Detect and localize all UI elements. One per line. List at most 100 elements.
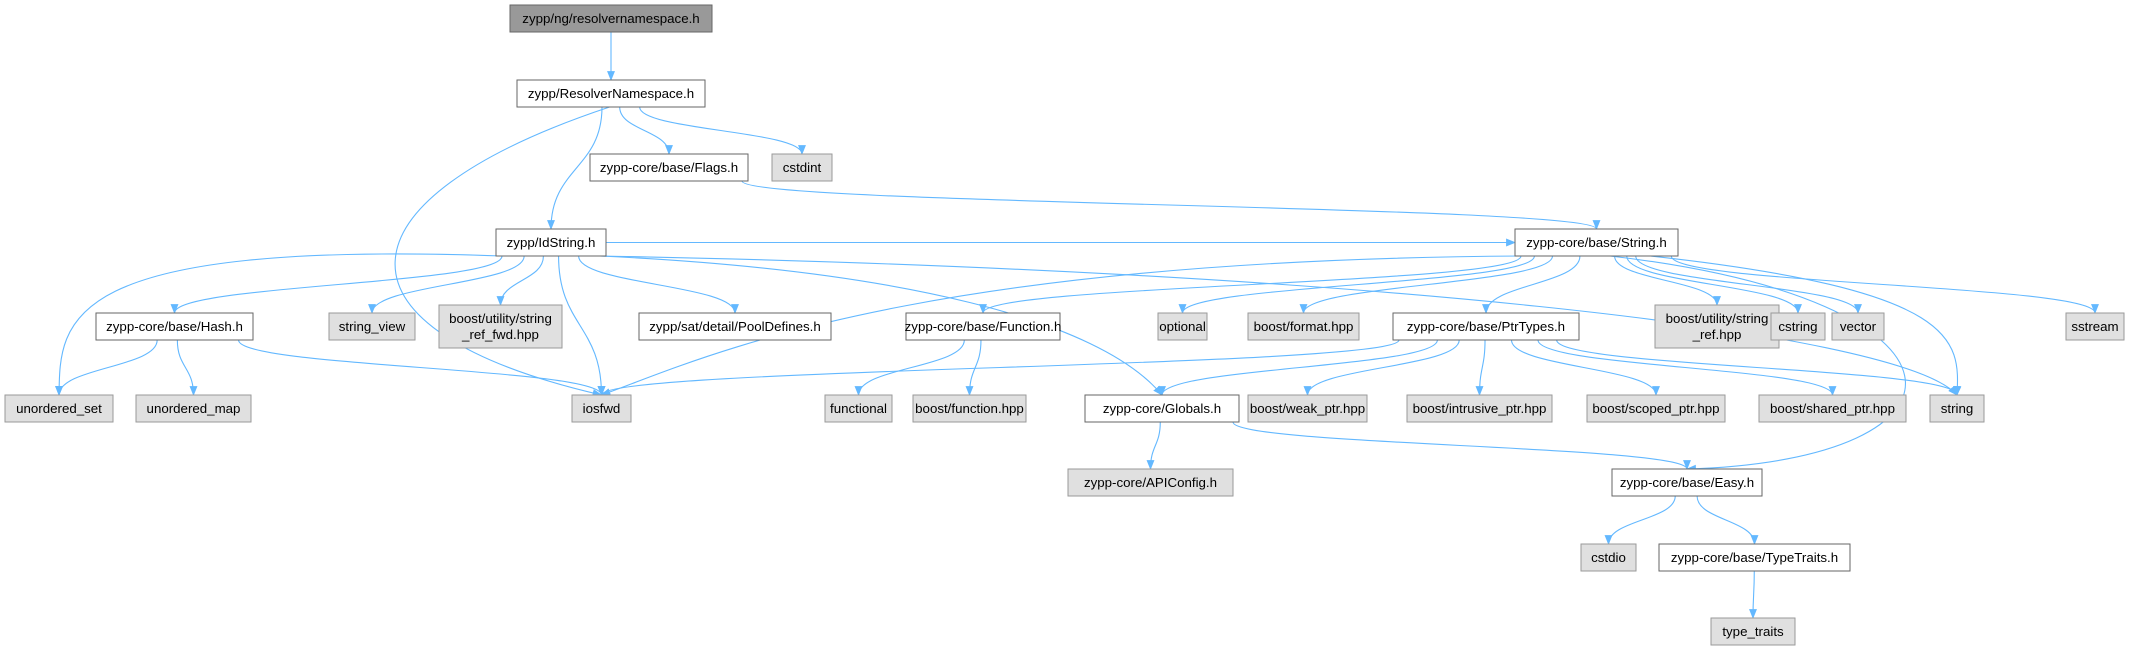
edge-globals-to-apiconfig bbox=[1146, 421, 1161, 470]
node-label: boost/utility/string bbox=[1666, 311, 1769, 326]
node-label: boost/scoped_ptr.hpp bbox=[1592, 401, 1719, 416]
edge-stringh-to-ptrtypes bbox=[1482, 255, 1581, 314]
edge-idstring-to-hash bbox=[170, 255, 503, 314]
node-root[interactable]: zypp/ng/resolvernamespace.h bbox=[509, 4, 713, 33]
node-label: zypp-core/base/Function.h bbox=[905, 319, 1062, 334]
node-label: zypp/ng/resolvernamespace.h bbox=[522, 11, 699, 26]
edge-idstring-to-string_view bbox=[368, 255, 525, 314]
node-box bbox=[1929, 394, 1985, 423]
node-label: zypp/IdString.h bbox=[507, 235, 596, 250]
node-string_view: string_view bbox=[328, 312, 416, 341]
node-box bbox=[824, 394, 893, 423]
node-label: _ref_fwd.hpp bbox=[461, 327, 539, 342]
node-box bbox=[2065, 312, 2125, 341]
node-box bbox=[1514, 228, 1679, 257]
node-label: zypp-core/base/Easy.h bbox=[1620, 475, 1754, 490]
edge-ptrtypes-to-intrusive_ptr bbox=[1475, 339, 1486, 396]
node-label: sstream bbox=[2071, 319, 2118, 334]
edge-idstring-to-string bbox=[599, 255, 1958, 396]
edge-stringh-to-string_ref bbox=[1614, 255, 1721, 306]
edge-stringh-to-vector bbox=[1635, 255, 1862, 314]
node-string_ref: boost/utility/string_ref.hpp bbox=[1654, 304, 1780, 349]
edge-ptrtypes-to-iosfwd bbox=[597, 339, 1400, 396]
edges-layer bbox=[55, 32, 2099, 619]
edge-stringh-to-string bbox=[1650, 255, 1962, 396]
node-type_traits: type_traits bbox=[1710, 617, 1796, 646]
edge-globals-to-easy bbox=[1232, 421, 1691, 470]
node-box bbox=[1084, 394, 1240, 423]
node-vector: vector bbox=[1831, 312, 1885, 341]
edge-ptrtypes-to-scoped_ptr bbox=[1510, 339, 1660, 396]
node-box bbox=[912, 394, 1027, 423]
node-weak_ptr: boost/weak_ptr.hpp bbox=[1247, 394, 1368, 423]
node-optional: optional bbox=[1157, 312, 1208, 341]
edge-stringh-to-optional bbox=[1178, 255, 1535, 314]
edge-function-to-functional bbox=[854, 339, 965, 396]
node-flags[interactable]: zypp-core/base/Flags.h bbox=[589, 153, 749, 182]
node-function[interactable]: zypp-core/base/Function.h bbox=[905, 312, 1062, 341]
node-label: zypp-core/base/Flags.h bbox=[600, 160, 738, 175]
node-box bbox=[1611, 468, 1763, 497]
node-label: boost/format.hpp bbox=[1254, 319, 1354, 334]
node-label: unordered_set bbox=[16, 401, 102, 416]
edge-typetraits-to-type_traits bbox=[1749, 570, 1757, 619]
nodes-layer: zypp/ng/resolvernamespace.h zypp/Resolver… bbox=[4, 4, 2125, 646]
node-label: cstring bbox=[1778, 319, 1817, 334]
node-box bbox=[571, 394, 632, 423]
edge-flags-to-stringh bbox=[741, 180, 1601, 230]
node-label: zypp-core/base/Hash.h bbox=[106, 319, 243, 334]
node-pooldefines[interactable]: zypp/sat/detail/PoolDefines.h bbox=[638, 312, 832, 341]
node-box bbox=[1654, 304, 1780, 349]
edge-ptrtypes-to-string bbox=[1556, 339, 1961, 396]
node-scoped_ptr: boost/scoped_ptr.hpp bbox=[1586, 394, 1726, 423]
node-globals[interactable]: zypp-core/Globals.h bbox=[1084, 394, 1240, 423]
edge-stringh-to-function bbox=[979, 255, 1522, 314]
node-box bbox=[1406, 394, 1553, 423]
node-label: boost/utility/string bbox=[449, 311, 552, 326]
edge-stringh-to-boost_format bbox=[1299, 255, 1554, 314]
edge-idstring-to-iosfwd bbox=[558, 255, 606, 396]
node-label: iosfwd bbox=[583, 401, 621, 416]
node-label: cstdio bbox=[1591, 550, 1626, 565]
node-unordered_set: unordered_set bbox=[4, 394, 114, 423]
node-easy[interactable]: zypp-core/base/Easy.h bbox=[1611, 468, 1763, 497]
edge-stringh-to-sstream bbox=[1670, 255, 2099, 314]
node-hash[interactable]: zypp-core/base/Hash.h bbox=[95, 312, 254, 341]
node-unordered_map: unordered_map bbox=[135, 394, 252, 423]
edge-resolverns-to-cstdint bbox=[639, 106, 806, 155]
node-idstring[interactable]: zypp/IdString.h bbox=[495, 228, 607, 257]
node-cstdint: cstdint bbox=[771, 153, 833, 182]
edge-hash-to-unordered_map bbox=[176, 339, 198, 396]
node-box bbox=[1157, 312, 1208, 341]
edge-easy-to-typetraits bbox=[1696, 495, 1759, 545]
edge-resolverns-to-flags bbox=[619, 106, 673, 155]
node-ptrtypes[interactable]: zypp-core/base/PtrTypes.h bbox=[1392, 312, 1580, 341]
node-box bbox=[1247, 394, 1368, 423]
node-label: boost/shared_ptr.hpp bbox=[1770, 401, 1895, 416]
edge-resolverns-to-idstring bbox=[547, 106, 603, 230]
node-box bbox=[771, 153, 833, 182]
node-box bbox=[1247, 312, 1360, 341]
node-label: string bbox=[1941, 401, 1974, 416]
node-label: zypp-core/base/String.h bbox=[1526, 235, 1666, 250]
edge-easy-to-cstdio bbox=[1604, 495, 1676, 545]
node-box bbox=[1067, 468, 1234, 497]
node-box bbox=[1392, 312, 1580, 341]
node-functional: functional bbox=[824, 394, 893, 423]
node-boost_function: boost/function.hpp bbox=[912, 394, 1027, 423]
node-resolverns[interactable]: zypp/ResolverNamespace.h bbox=[516, 79, 706, 108]
edge-stringh-to-iosfwd bbox=[600, 255, 1522, 396]
node-box bbox=[1770, 312, 1826, 341]
node-boost_format: boost/format.hpp bbox=[1247, 312, 1360, 341]
node-box bbox=[328, 312, 416, 341]
node-box bbox=[905, 312, 1061, 341]
node-box bbox=[4, 394, 114, 423]
node-label: type_traits bbox=[1722, 624, 1784, 639]
node-label: zypp-core/Globals.h bbox=[1103, 401, 1221, 416]
node-typetraits[interactable]: zypp-core/base/TypeTraits.h bbox=[1658, 543, 1851, 572]
edge-hash-to-unordered_set bbox=[55, 339, 158, 396]
node-label: string_view bbox=[339, 319, 406, 334]
node-stringh[interactable]: zypp-core/base/String.h bbox=[1514, 228, 1679, 257]
edge-ptrtypes-to-globals bbox=[1158, 339, 1438, 396]
node-sstream: sstream bbox=[2065, 312, 2125, 341]
